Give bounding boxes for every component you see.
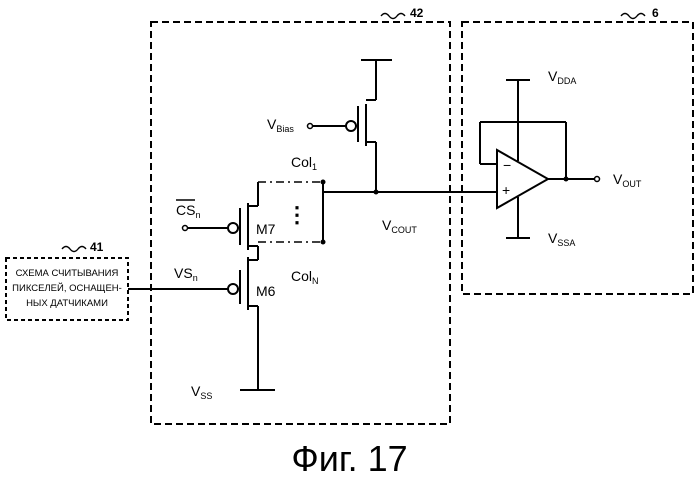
vcout-label: VCOUT bbox=[382, 217, 417, 235]
bias-transistor bbox=[308, 60, 393, 192]
block-42-tilde-icon bbox=[381, 14, 405, 19]
block-41-ref: 41 bbox=[90, 240, 104, 254]
m6-label: M6 bbox=[256, 283, 276, 299]
col-dots-icon: ⋮ bbox=[286, 202, 308, 227]
block-6-ref: 6 bbox=[652, 6, 659, 20]
block-6-tilde-icon bbox=[621, 14, 645, 19]
vdda-label: VDDA bbox=[548, 68, 576, 86]
figure-caption: Фиг. 17 bbox=[0, 436, 699, 481]
vbias-label: VBias bbox=[267, 116, 294, 134]
m7-label: M7 bbox=[256, 221, 276, 237]
col1-label: Col1 bbox=[291, 154, 317, 172]
op-amp bbox=[480, 80, 600, 238]
block-41-line-1: СХЕМА СЧИТЫВАНИЯ bbox=[16, 268, 119, 279]
block-41-line-2: ПИКСЕЛЕЙ, ОСНАЩЕН- bbox=[12, 282, 122, 294]
vout-label: VOUT bbox=[613, 171, 642, 189]
coln-label: ColN bbox=[291, 268, 319, 286]
vss-label: VSS bbox=[191, 383, 212, 401]
opamp-plus-sign: + bbox=[502, 182, 510, 198]
node-vout bbox=[564, 177, 569, 182]
cs-label: CSn bbox=[176, 202, 200, 220]
block-42-ref: 42 bbox=[410, 6, 424, 20]
block-41-tilde-icon bbox=[62, 247, 86, 252]
block-41-readout-circuit: СХЕМА СЧИТЫВАНИЯ ПИКСЕЛЕЙ, ОСНАЩЕН- НЫХ … bbox=[6, 240, 128, 320]
opamp-minus-sign: − bbox=[503, 157, 511, 173]
vs-label: VSn bbox=[174, 265, 198, 283]
vssa-label: VSSA bbox=[548, 230, 575, 248]
node-coln bbox=[321, 240, 326, 245]
node-col1 bbox=[321, 180, 326, 185]
block-41-line-3: НЫХ ДАТЧИКАМИ bbox=[26, 298, 108, 309]
node-vcout bbox=[374, 190, 379, 195]
